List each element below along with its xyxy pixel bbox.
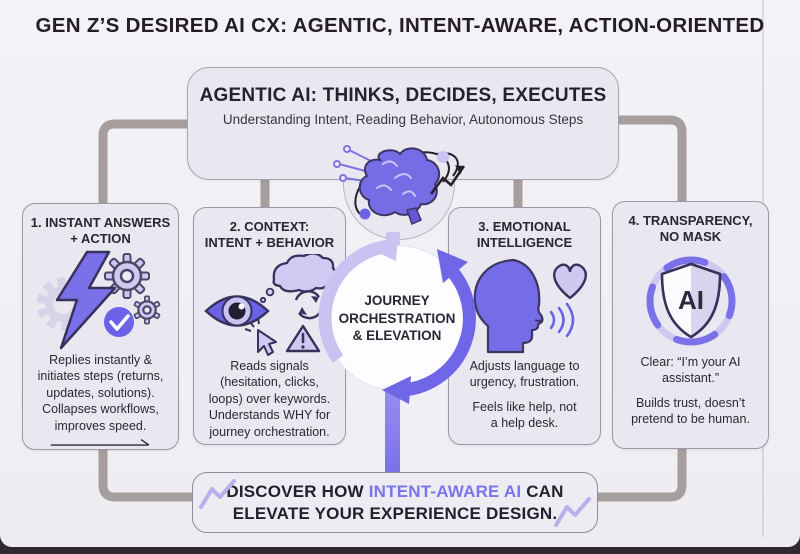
page-title: GEN Z’S DESIRED AI CX: AGENTIC, INTENT-A… (35, 14, 765, 37)
ai-shield-icon: AI (646, 256, 735, 345)
card-body-2: Feels like help, not a help desk. (472, 399, 577, 431)
card-body: Reads signals (hesitation, clicks, loops… (208, 358, 331, 439)
footer-cta-box: DISCOVER HOW INTENT-AWARE AI CAN ELEVATE… (192, 472, 598, 533)
footer-text-highlight: INTENT-AWARE AI (368, 481, 522, 501)
card-body: Clear: “I’m your AI assistant.” (640, 354, 741, 386)
zigzag-trend-icon (199, 479, 236, 509)
shield-ai-label: AI (678, 285, 704, 315)
journey-hub-label: JOURNEY ORCHESTRATION & ELEVATION (338, 293, 456, 344)
footer-text-before: DISCOVER HOW (226, 481, 369, 501)
card-body: Adjusts language to urgency, frustration… (469, 358, 580, 390)
card-instant-answers: 1. INSTANT ANSWERS + ACTION (22, 203, 179, 450)
bottom-bezel (0, 547, 800, 554)
footer-text-after: CAN ELEVATE YOUR EXPERIENCE DESIGN. (232, 481, 564, 523)
card-title: 1. INSTANT ANSWERS + ACTION (30, 215, 171, 247)
card-title: 2. CONTEXT: INTENT + BEHAVIOR (204, 219, 335, 251)
card-title: 4. TRANSPARENCY, NO MASK (628, 213, 753, 245)
card-body: Replies instantly & initiates steps (ret… (37, 352, 164, 433)
card-transparency: 4. TRANSPARENCY, NO MASK AI Clear: “I’m … (612, 201, 769, 449)
brain-circuit-icon (333, 145, 466, 226)
card-body-2: Builds trust, doesn’t pretend to be huma… (631, 395, 750, 427)
head-heart-voice-icon (473, 258, 587, 353)
lightning-gears-check-icon (36, 250, 160, 349)
eye-signals-icon (203, 253, 337, 356)
zigzag-trend-icon (554, 497, 591, 527)
header-title: AGENTIC AI: THINKS, DECIDES, EXECUTES (199, 85, 607, 106)
right-arrow-icon (50, 438, 149, 446)
card-title: 3. EMOTIONAL INTELLIGENCE (476, 219, 573, 251)
header-subtitle: Understanding Intent, Reading Behavior, … (222, 112, 584, 127)
footer-cta-text: DISCOVER HOW INTENT-AWARE AI CAN ELEVATE… (223, 481, 568, 525)
